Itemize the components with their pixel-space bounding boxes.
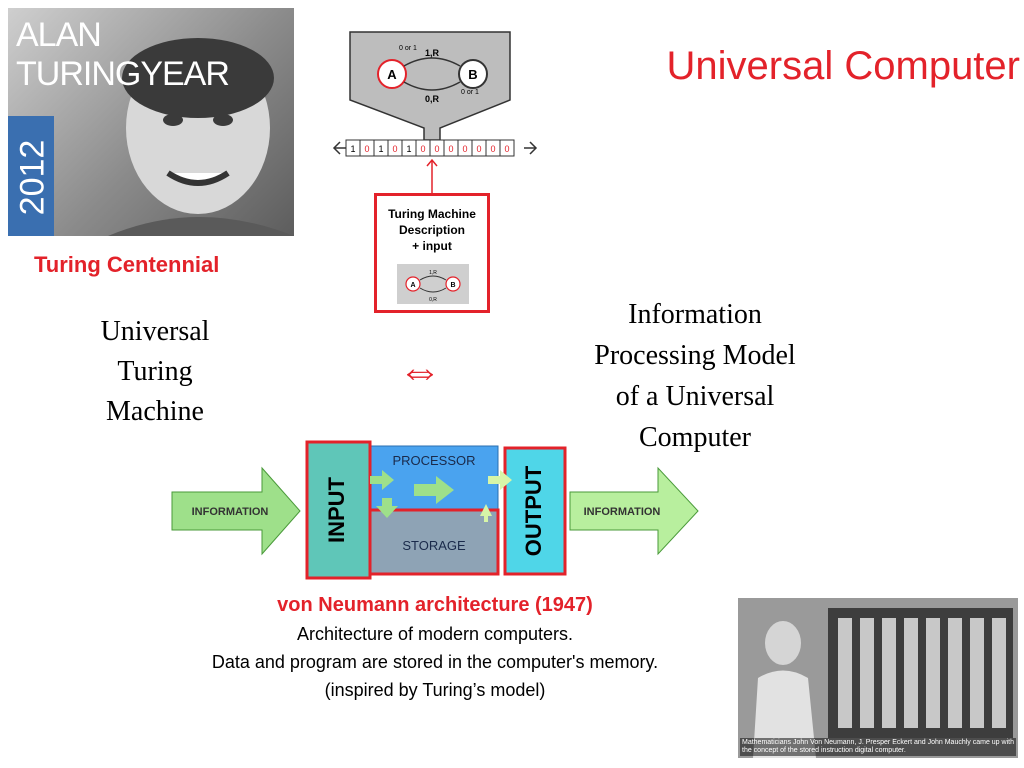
von-neumann-photo: Mathematicians John Von Neumann, J. Pres… [738, 598, 1018, 758]
top-transition-arrow [403, 57, 461, 67]
description-line: + input [412, 239, 452, 253]
tape-left-arrow-head-icon [332, 141, 341, 155]
caption-line-2: Data and program are stored in the compu… [211, 652, 659, 672]
tape-symbol: 1 [406, 144, 411, 154]
brand-main: ALAN TURING [16, 16, 141, 93]
processor-label: PROCESSOR [392, 453, 475, 468]
processor-to-output-arrow-icon [488, 470, 512, 490]
von-neumann-photo-art [738, 598, 1018, 758]
input-block [305, 440, 372, 580]
equivalence-arrow-icon: ⇔ [398, 346, 442, 395]
output-label: OUTPUT [521, 465, 546, 556]
turing-machine-description-box: Turing Machine Description + input A B 1… [374, 193, 490, 313]
state-b-circle [458, 59, 488, 89]
von-neumann-photo-caption: Mathematicians John Von Neumann, J. Pres… [740, 738, 1016, 756]
caption-line-1: Architecture of modern computers. [296, 624, 574, 644]
tape-symbol: 0 [448, 144, 453, 154]
tape-symbol: 0 [420, 144, 425, 154]
top-transition-label: 1,R [425, 48, 440, 58]
tape-symbol: 0 [364, 144, 369, 154]
ipm-line: of a Universal [615, 381, 775, 412]
description-line: Turing Machine [388, 207, 476, 221]
von-neumann-diagram: INFORMATION PROCESSOR STORAGE INPUT OUTP… [171, 440, 699, 580]
mini-state-b-label: B [450, 282, 455, 289]
processor-internal-arrow-icon [414, 476, 454, 504]
output-block [503, 446, 567, 576]
description-arrow-head-icon [426, 158, 438, 167]
mini-state-a [405, 276, 421, 292]
tape-symbol: 0 [476, 144, 481, 154]
tape-right-arrow-head-icon [529, 141, 538, 155]
universal-turing-machine-label: Universal Turing Machine [70, 312, 240, 432]
tape-symbol: 0 [504, 144, 509, 154]
mini-state-b [445, 276, 461, 292]
tape-symbol: 0 [462, 144, 467, 154]
bottom-transition-label: 0,R [425, 94, 440, 104]
tape-cell [499, 139, 515, 157]
mini-bottom-arrow [419, 287, 447, 293]
information-out-label: INFORMATION [584, 506, 661, 518]
loop-a-label: 0 or 1 [399, 45, 417, 52]
year-text: 2012 [13, 139, 52, 216]
turing-portrait-art [108, 38, 294, 236]
turing-caption: Turing Centennial [34, 252, 220, 277]
bottom-transition-arrow [403, 81, 461, 91]
utm-line: Universal [100, 316, 210, 347]
mini-state-diagram: A B 1,R 0,R [397, 264, 469, 304]
ipm-line: Computer [639, 422, 751, 453]
tape-symbol: 1 [350, 144, 355, 154]
state-b-label: B [468, 67, 477, 82]
information-in-arrow-icon [171, 466, 301, 556]
slide-title: Universal Computer [666, 44, 1020, 88]
information-in-label: INFORMATION [192, 506, 269, 518]
description-text: Turing Machine Description + input [377, 206, 487, 254]
loop-b-label: 0 or 1 [461, 89, 479, 96]
description-line: Description [398, 223, 465, 237]
mini-top-label: 1,R [429, 270, 437, 276]
storage-output-arrow-icon [480, 504, 492, 522]
mini-bottom-label: 0,R [429, 297, 437, 303]
mini-top-arrow [419, 275, 447, 281]
processor-storage-arrow-icon [376, 498, 398, 518]
turing-year-brand: ALAN TURINGYEAR [16, 16, 294, 94]
storage-label: STORAGE [402, 538, 466, 553]
mini-state-a-label: A [410, 282, 415, 289]
tape-symbol: 0 [490, 144, 495, 154]
tape-symbol: 0 [434, 144, 439, 154]
von-neumann-title: von Neumann architecture (1947) [277, 594, 593, 616]
alan-turing-photo: 2012 ALAN TURINGYEAR [8, 8, 294, 236]
state-a-label: A [387, 67, 397, 82]
tape-symbol: 1 [378, 144, 383, 154]
utm-line: Machine [106, 396, 204, 427]
utm-line: Turing [117, 356, 193, 387]
information-processing-model-label: Information Processing Model of a Univer… [560, 294, 830, 458]
year-badge [8, 116, 54, 236]
ipm-line: Processing Model [594, 340, 796, 371]
caption-line-3: (inspired by Turing’s model) [324, 680, 546, 700]
information-out-arrow-icon [569, 466, 699, 556]
tape-symbol: 0 [392, 144, 397, 154]
state-a-circle [377, 59, 407, 89]
brand-year: YEAR [140, 55, 230, 93]
input-label: INPUT [324, 476, 349, 543]
ipm-line: Information [628, 299, 762, 330]
input-to-processor-arrow-icon [370, 470, 394, 490]
